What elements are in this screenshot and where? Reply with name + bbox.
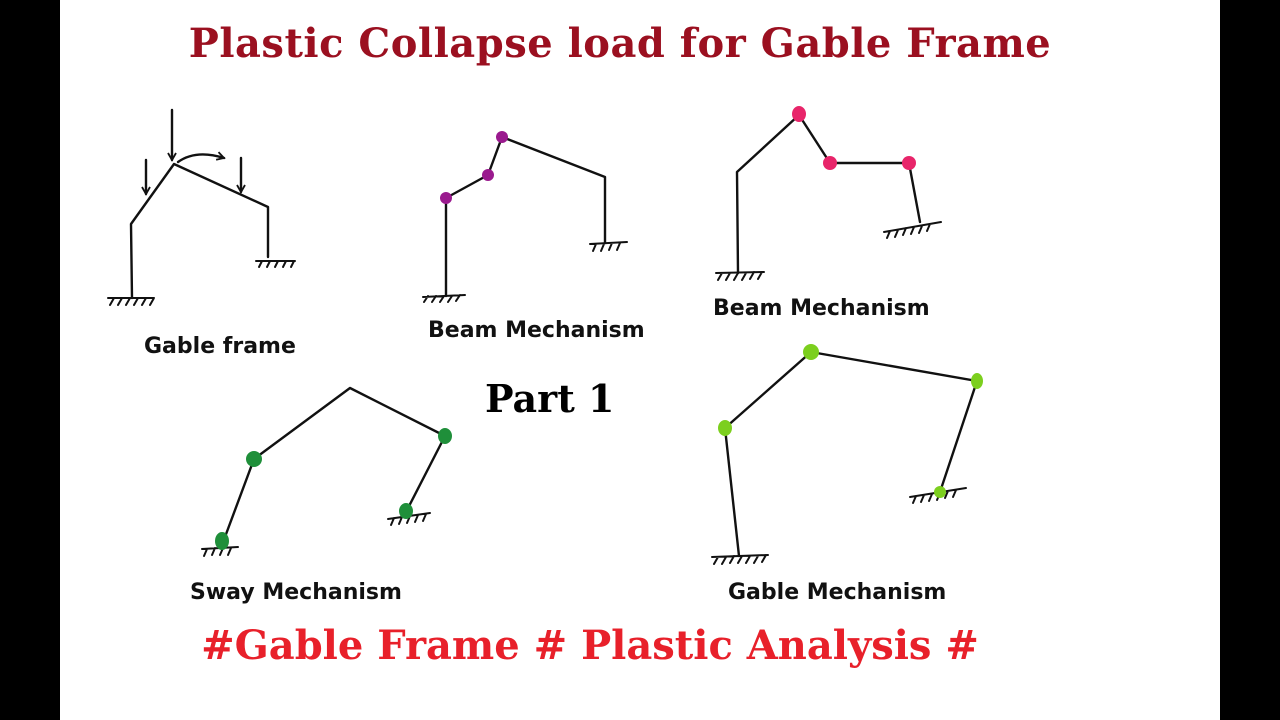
plastic-hinge	[803, 344, 819, 360]
plastic-hinge	[440, 192, 452, 204]
plastic-hinge	[246, 451, 262, 467]
plastic-hinge	[482, 169, 494, 181]
plastic-hinge	[718, 420, 732, 436]
plastic-hinge	[496, 131, 508, 143]
slide-canvas	[60, 0, 1220, 720]
horizontal-load-arrow	[176, 151, 226, 164]
beam-mechanism-2-diagram	[715, 106, 942, 281]
plastic-hinge	[934, 486, 946, 498]
beam-mechanism-1-members	[444, 135, 607, 298]
beam-mechanism-2-members	[735, 113, 922, 275]
beam-mechanism-1-label: Beam Mechanism	[428, 318, 645, 343]
fixed-support-right	[255, 260, 296, 268]
hashtags: #Gable Frame # Plastic Analysis #	[201, 622, 979, 669]
plastic-hinge	[792, 106, 806, 122]
beam-mechanism-1-diagram	[422, 131, 628, 303]
gable-frame-diagram	[107, 108, 296, 306]
right-letterbox	[1220, 0, 1280, 720]
gable-mechanism-label: Gable Mechanism	[728, 580, 947, 605]
plastic-hinge	[971, 373, 983, 389]
gable-frame-label: Gable frame	[144, 334, 296, 359]
fixed-support-right	[589, 241, 628, 252]
plastic-hinge	[823, 156, 837, 170]
plastic-hinge	[215, 532, 229, 550]
plastic-hinge	[399, 503, 413, 519]
plastic-hinge	[438, 428, 452, 444]
gable-mechanism-members	[723, 350, 979, 558]
sway-mechanism-diagram	[201, 386, 452, 557]
fixed-support-left	[715, 271, 765, 281]
sway-mechanism-label: Sway Mechanism	[190, 580, 402, 605]
fixed-support-right	[883, 221, 942, 239]
fixed-support-left	[711, 554, 769, 565]
part-label: Part 1	[485, 376, 615, 421]
gable-frame-members	[129, 162, 270, 300]
plastic-hinge	[902, 156, 916, 170]
fixed-support-left	[107, 297, 155, 306]
page-title: Plastic Collapse load for Gable Frame	[188, 20, 1052, 67]
sway-mechanism-members	[220, 386, 447, 547]
fixed-support-left	[422, 294, 466, 303]
left-letterbox	[0, 0, 60, 720]
gable-mechanism-diagram	[711, 344, 983, 565]
beam-mechanism-2-label: Beam Mechanism	[713, 296, 930, 321]
